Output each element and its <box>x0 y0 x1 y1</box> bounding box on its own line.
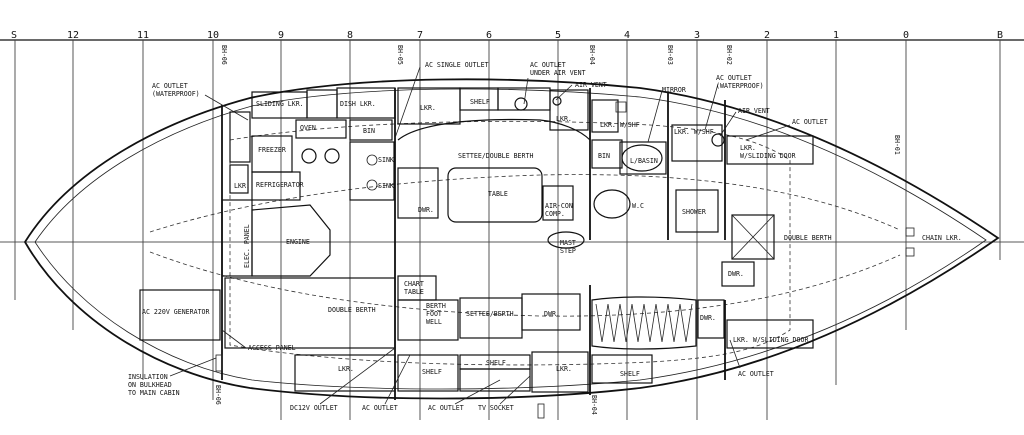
station-9: 9 <box>278 30 284 41</box>
label-locker-sliding-door-lower: LKR. W/SLIDING DOOR <box>733 336 808 344</box>
bulkhead-label-bh06-bottom: BH-06 <box>214 385 222 405</box>
station-5: 5 <box>555 30 561 41</box>
station-3: 3 <box>694 30 700 41</box>
label-air-vent-2: AIR VENT <box>738 107 770 115</box>
label-generator: AC 220V GENERATOR <box>142 308 210 316</box>
label-oven: OVEN <box>300 124 316 132</box>
label-tv-socket: TV SOCKET <box>478 404 514 412</box>
label-ac-single-outlet: AC SINGLE OUTLET <box>425 61 489 69</box>
label-drawer-aft: DWR. <box>700 314 716 322</box>
label-locker-small: LKR. <box>234 182 250 190</box>
deck-line-lower <box>149 251 901 317</box>
bulkhead-label-bh01: BH-01 <box>893 135 901 155</box>
label-ac-outlet-waterproof-fwd: AC OUTLET(WATERPROOF) <box>152 82 200 98</box>
label-locker-upper-2: LKR. <box>556 115 572 123</box>
label-bin-galley: BIN <box>363 127 375 135</box>
label-sink-1: SINK <box>378 156 394 164</box>
station-2: 2 <box>764 30 770 41</box>
station-6: 6 <box>486 30 492 41</box>
label-elec-panel: ELEC. PANEL <box>243 224 251 268</box>
label-ac-outlet-upper-right: AC OUTLET <box>792 118 828 126</box>
station-8: 8 <box>347 30 353 41</box>
label-basin: L/BASIN <box>630 157 658 165</box>
label-shower: SHOWER <box>682 208 706 216</box>
label-ac-outlet-tv: AC OUTLET <box>428 404 464 412</box>
engine-area <box>221 199 585 277</box>
label-freezer: FREEZER <box>258 146 286 154</box>
lower-cabins <box>139 275 814 419</box>
label-access-panel: ACCESS PANEL <box>248 344 296 352</box>
label-dc12v-outlet: DC12V OUTLET <box>290 404 338 412</box>
label-locker-lower-1: LKR. <box>338 365 354 373</box>
berth-cushion-pattern <box>595 303 693 343</box>
label-sink-2: SINK <box>378 182 394 190</box>
label-dish-locker: DISH LKR. <box>340 100 376 108</box>
station-7: 7 <box>417 30 423 41</box>
bulkhead-label-bh03: BH-03 <box>666 45 674 65</box>
label-ac-outlet-right: AC OUTLET <box>738 370 774 378</box>
label-locker-sliding-door-upper: LKR.W/SLIDING DOOR <box>740 144 796 160</box>
label-drawer-lower: DWR. <box>544 310 560 318</box>
label-wc: W.C <box>632 202 644 210</box>
label-ac-outlet-bottom: AC OUTLET <box>362 404 398 412</box>
leader-lines <box>169 66 791 405</box>
bulkhead-labels: BH-06 BH-05 BH-04 BH-03 BH-02 BH-01 BH-0… <box>214 45 901 415</box>
label-engine: ENGINE <box>286 238 310 246</box>
station-labels: S 12 11 10 9 8 7 6 5 4 3 2 1 0 B <box>11 30 1003 41</box>
label-shelf-lower-1: SHELF <box>422 368 442 376</box>
head-area <box>514 96 814 287</box>
callouts: AC OUTLET(WATERPROOF) SLIDING LKR. DISH … <box>128 61 962 412</box>
station-11: 11 <box>137 30 149 41</box>
hull-inner-line <box>34 88 987 390</box>
station-S: S <box>11 30 17 41</box>
label-drawer-upper: DWR. <box>418 206 434 214</box>
label-bin-head: BIN <box>598 152 610 160</box>
label-settee-double-berth: SETTEE/DOUBLE BERTH <box>458 152 533 160</box>
bulkhead-label-bh04-top: BH-04 <box>588 45 596 65</box>
bulkhead-label-bh02: BH-02 <box>725 45 733 65</box>
hull-outline <box>23 78 1000 400</box>
label-shelf-upper: SHELF <box>470 98 490 106</box>
station-B: B <box>997 30 1003 41</box>
station-12: 12 <box>67 30 79 41</box>
station-4: 4 <box>624 30 630 41</box>
label-sliding-locker: SLIDING LKR. <box>256 100 304 108</box>
label-locker-lower-2: LKR. <box>556 365 572 373</box>
label-refrigerator: REFRIGERATOR <box>256 181 304 189</box>
chain-locker-mark-1 <box>905 227 915 237</box>
label-double-berth-aft: DOUBLE BERTH <box>328 306 376 314</box>
label-locker-wshf-2: LKR. W/SHF <box>674 128 714 136</box>
label-mirror: MIRROR <box>662 86 686 94</box>
label-shelf-lower-3: SHELF <box>620 370 640 378</box>
galley-area <box>229 87 591 223</box>
label-shelf-lower-2: SHELF <box>486 359 506 367</box>
station-0: 0 <box>903 30 909 41</box>
deck-line-upper <box>149 174 901 233</box>
label-locker-wshf-1: LKR. W/SHF <box>600 121 640 129</box>
bulkhead-label-bh05: BH-05 <box>396 45 404 65</box>
label-settee-berth: SETTEE/BERTH <box>466 310 514 318</box>
label-air-vent-1: AIR VENT <box>575 81 607 89</box>
station-1: 1 <box>833 30 839 41</box>
label-drawer-fwd: DWR. <box>728 270 744 278</box>
label-ac-outlet-waterproof-aft: AC OUTLET(WATERPROOF) <box>716 74 764 90</box>
chain-locker-mark-2 <box>905 247 915 257</box>
label-locker-upper-1: LKR. <box>420 104 436 112</box>
station-10: 10 <box>207 30 219 41</box>
bulkhead-label-bh06-top: BH-06 <box>220 45 228 65</box>
label-chain-locker: CHAIN LKR. <box>922 234 962 242</box>
label-double-berth-fwd: DOUBLE BERTH <box>784 234 832 242</box>
bulkhead-label-bh04-bottom: BH-04 <box>590 395 598 415</box>
label-table: TABLE <box>488 190 508 198</box>
